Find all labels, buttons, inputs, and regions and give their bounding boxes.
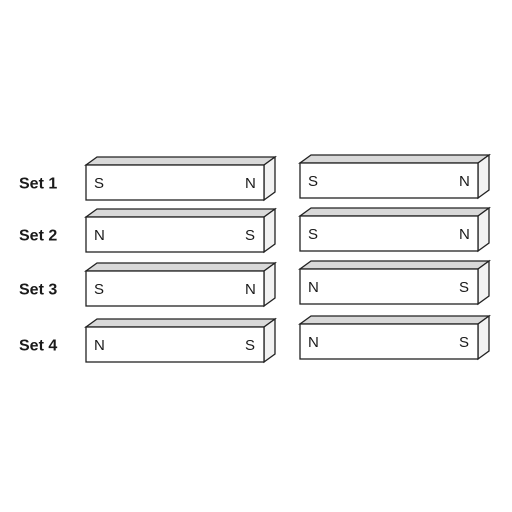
- magnet-side-face: [477, 153, 490, 200]
- magnet-left-pole: N: [308, 279, 319, 296]
- magnet-left-pole: N: [94, 337, 105, 354]
- magnet-left-pole: S: [94, 175, 104, 192]
- magnet-side-face: [263, 155, 276, 202]
- magnet-right-pole: S: [245, 227, 255, 244]
- magnet-front-face: [299, 215, 479, 252]
- magnet-side-face: [477, 259, 490, 306]
- magnet-side-face: [477, 314, 490, 361]
- magnet-side-face: [263, 317, 276, 364]
- magnet-right-pole: S: [459, 279, 469, 296]
- set-label: Set 1: [19, 176, 57, 193]
- magnet-left-pole: N: [94, 227, 105, 244]
- magnet-front-face: [85, 164, 265, 201]
- magnet-left-pole: S: [94, 281, 104, 298]
- set-label: Set 4: [19, 338, 57, 355]
- magnet-front-face: [299, 162, 479, 199]
- magnet-left-pole: N: [308, 334, 319, 351]
- set-label: Set 2: [19, 228, 57, 245]
- magnet-side-face: [477, 206, 490, 253]
- magnet-top-face: [84, 262, 277, 272]
- magnet-front-face: [299, 268, 479, 305]
- magnet-front-face: [85, 270, 265, 307]
- magnet-right-pole: S: [459, 334, 469, 351]
- magnet-side-face: [263, 207, 276, 254]
- magnet-top-face: [298, 260, 491, 270]
- magnet-left-pole: S: [308, 226, 318, 243]
- magnet-right-pole: N: [459, 226, 470, 243]
- magnet-right-pole: N: [459, 173, 470, 190]
- magnet-front-face: [299, 323, 479, 360]
- magnet-front-face: [85, 326, 265, 363]
- magnet-left-pole: S: [308, 173, 318, 190]
- magnet-side-face: [263, 261, 276, 308]
- magnet-top-face: [298, 207, 491, 217]
- set-label: Set 3: [19, 282, 57, 299]
- magnet-right-pole: N: [245, 281, 256, 298]
- magnet-top-face: [298, 315, 491, 325]
- magnet-top-face: [84, 208, 277, 218]
- magnet-right-pole: N: [245, 175, 256, 192]
- magnet-front-face: [85, 216, 265, 253]
- magnet-top-face: [84, 318, 277, 328]
- magnet-top-face: [84, 156, 277, 166]
- magnet-top-face: [298, 154, 491, 164]
- magnet-right-pole: S: [245, 337, 255, 354]
